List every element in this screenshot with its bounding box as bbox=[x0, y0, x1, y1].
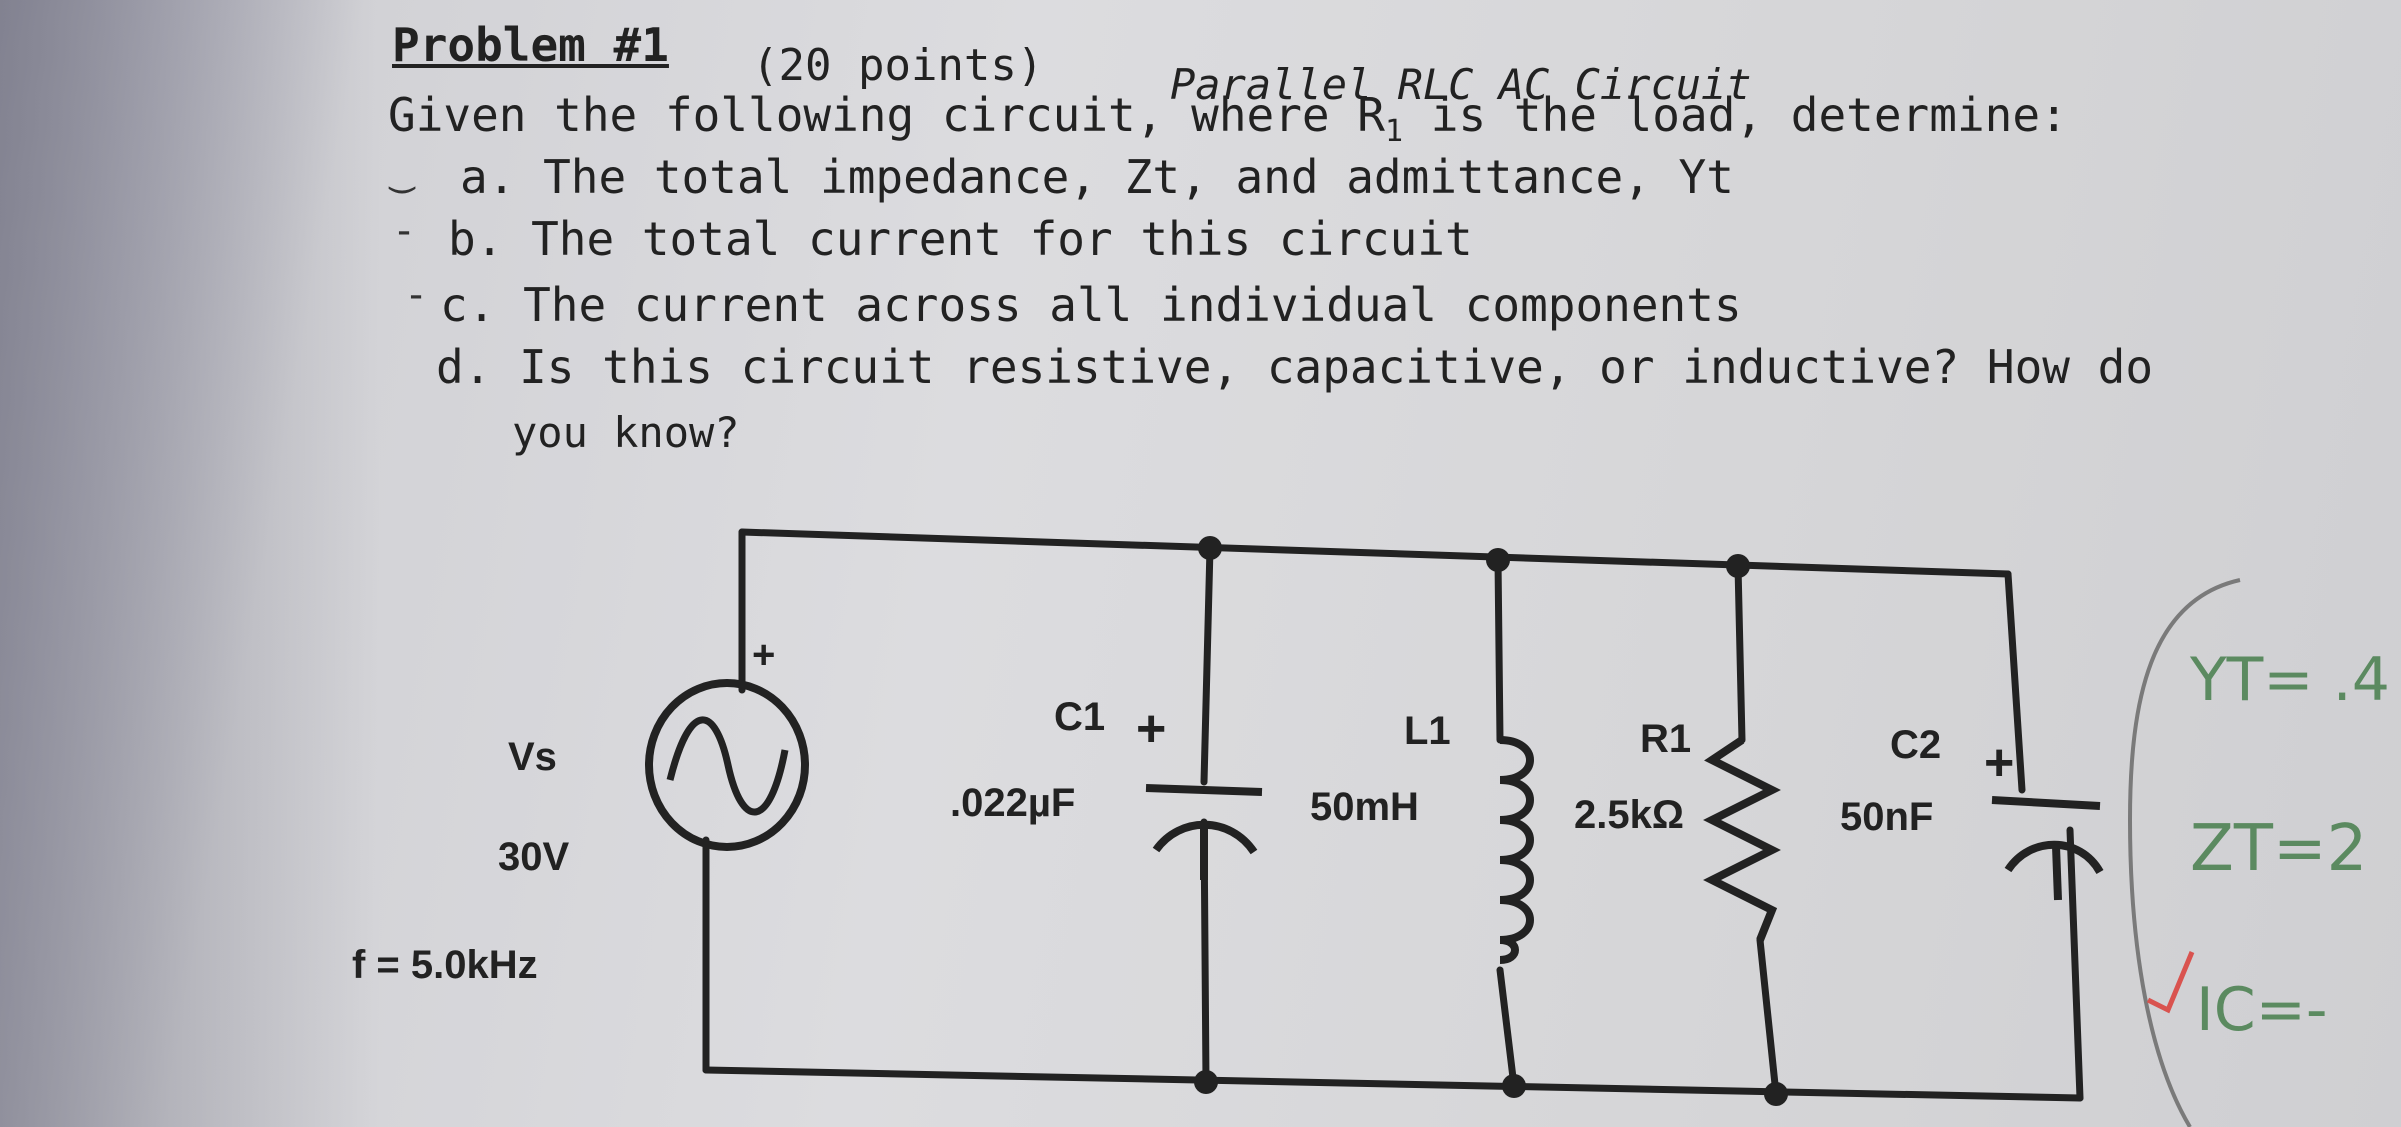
source-frequency: f = 5.0kHz bbox=[352, 943, 538, 987]
question-d: d. Is this circuit resistive, capacitive… bbox=[436, 340, 2154, 394]
c1-name: C1 bbox=[1054, 695, 1105, 739]
l1-inductor bbox=[1499, 736, 1534, 964]
page-shadow bbox=[0, 0, 380, 1127]
intro-text-end: is the load, determine: bbox=[1403, 88, 2068, 142]
r1-value: 2.5kΩ bbox=[1574, 793, 1684, 837]
c2-capacitor bbox=[1991, 796, 2104, 901]
top-wire bbox=[738, 528, 2012, 578]
c1-wire-top bbox=[1200, 544, 1214, 786]
question-b: b. The total current for this circuit bbox=[448, 212, 1473, 266]
source-voltage: 30V bbox=[498, 835, 569, 879]
handwritten-ic: IC=- bbox=[2196, 975, 2328, 1045]
problem-points: (20 points) bbox=[752, 40, 1044, 91]
l1-wire-top bbox=[1494, 556, 1504, 744]
c1-polarity: + bbox=[1136, 700, 1166, 758]
c2-name: C2 bbox=[1890, 723, 1941, 767]
r1-resistor bbox=[1703, 736, 1781, 942]
dash-mark-b: - bbox=[392, 208, 417, 254]
question-c: c. The current across all individual com… bbox=[440, 278, 1742, 332]
dash-mark-c: - bbox=[404, 272, 429, 318]
c2-value: 50nF bbox=[1840, 795, 1933, 839]
check-mark-a: ‿ bbox=[390, 148, 415, 194]
r1-wire-bottom bbox=[1756, 936, 1780, 1098]
question-d-continued: you know? bbox=[512, 408, 740, 457]
bottom-wire bbox=[702, 1066, 2084, 1102]
handwritten-bracket bbox=[2127, 578, 2241, 1127]
source-polarity: + bbox=[752, 633, 775, 677]
r1-name: R1 bbox=[1640, 717, 1691, 761]
c2-wire-top bbox=[2004, 570, 2026, 794]
question-a: a. The total impedance, Zt, and admittan… bbox=[460, 150, 1734, 204]
problem-title: Problem #1 bbox=[392, 18, 669, 72]
l1-name: L1 bbox=[1404, 709, 1451, 753]
intro-subscript: 1 bbox=[1385, 114, 1404, 150]
handwritten-zt: ZT=2 bbox=[2190, 812, 2367, 886]
l1-wire-bottom bbox=[1496, 966, 1518, 1090]
intro-text-start: Given the following circuit, where R bbox=[388, 88, 1385, 142]
c2-wire-bottom bbox=[2066, 826, 2084, 1102]
c1-value: .022µF bbox=[950, 781, 1075, 825]
source-name: Vs bbox=[508, 735, 557, 779]
c2-polarity: + bbox=[1984, 734, 2014, 792]
check-mark-icon bbox=[2146, 951, 2195, 1014]
handwritten-yt: YT= .4 bbox=[2189, 645, 2390, 715]
circuit-title: Parallel RLC AC Circuit bbox=[1170, 60, 1752, 109]
ac-source bbox=[645, 679, 809, 851]
c1-capacitor bbox=[1145, 784, 1263, 880]
r1-wire-top bbox=[1734, 562, 1746, 744]
l1-value: 50mH bbox=[1310, 785, 1419, 829]
junction-dots bbox=[1194, 536, 1788, 1106]
problem-intro: Given the following circuit, where R1 is… bbox=[388, 88, 2068, 149]
